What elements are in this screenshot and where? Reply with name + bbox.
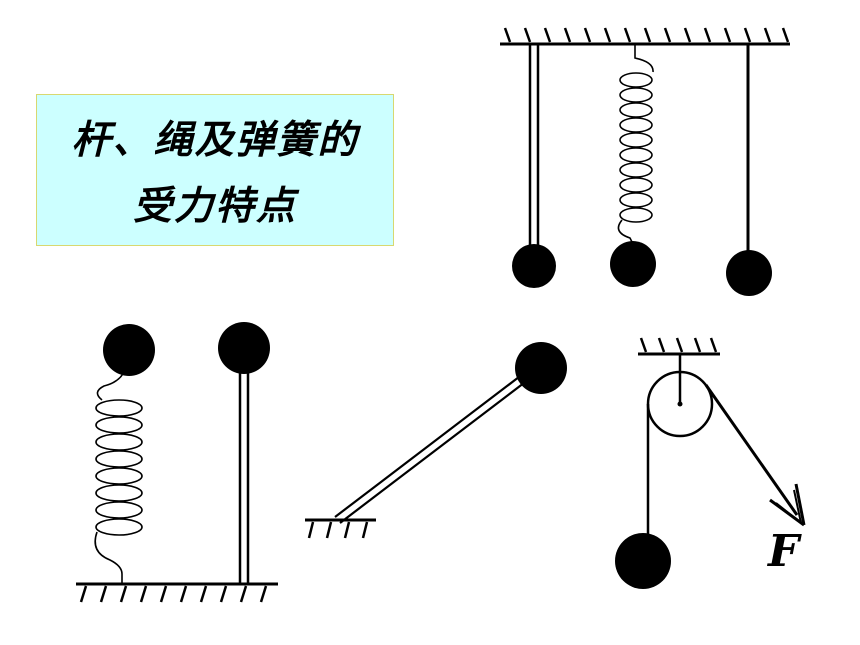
top-ceiling xyxy=(500,27,790,46)
pulley-rope xyxy=(615,384,799,589)
supporting-spring xyxy=(94,324,155,584)
force-arrow-icon xyxy=(769,483,806,527)
hanging-rod xyxy=(512,44,556,288)
pulley-mount xyxy=(638,337,720,404)
title-box: 杆、绳及弹簧的 受力特点 xyxy=(36,94,394,246)
title-line-1: 杆、绳及弹簧的 xyxy=(71,118,359,163)
force-label: F xyxy=(766,526,802,577)
inclined-support xyxy=(305,518,376,539)
inclined-rod xyxy=(334,342,567,524)
title-line-2: 受力特点 xyxy=(132,184,297,229)
supporting-rod xyxy=(218,322,270,584)
hanging-spring xyxy=(610,44,656,287)
bottom-floor xyxy=(76,582,278,603)
hanging-rope xyxy=(726,44,772,296)
